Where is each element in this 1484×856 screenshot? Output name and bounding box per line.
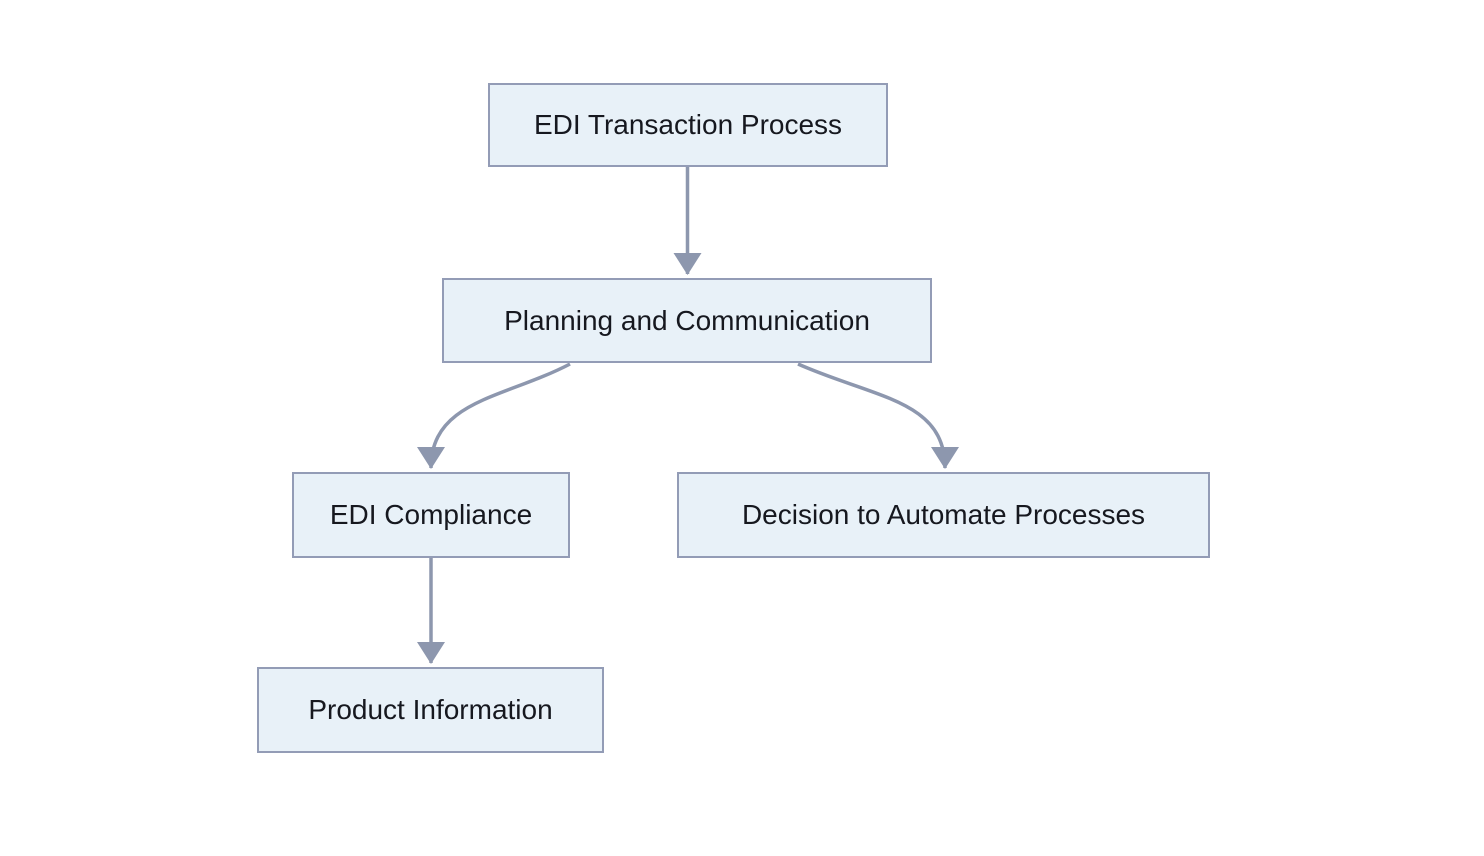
node-edi-transaction-process: EDI Transaction Process bbox=[488, 83, 888, 167]
node-label: Planning and Communication bbox=[504, 304, 870, 336]
node-planning-and-communication: Planning and Communication bbox=[442, 278, 932, 363]
edge-planning-to-decision bbox=[797, 362, 959, 469]
edge-planning-to-compliance bbox=[417, 362, 571, 469]
node-label: Decision to Automate Processes bbox=[741, 499, 1146, 531]
node-label: Product Information bbox=[308, 694, 553, 726]
node-product-information: Product Information bbox=[257, 667, 604, 753]
node-decision-to-automate-processes: Decision to Automate Processes bbox=[677, 472, 1210, 558]
node-edi-compliance: EDI Compliance bbox=[292, 472, 570, 558]
node-label: EDI Compliance bbox=[329, 499, 533, 531]
node-label: EDI Transaction Process bbox=[533, 109, 843, 141]
